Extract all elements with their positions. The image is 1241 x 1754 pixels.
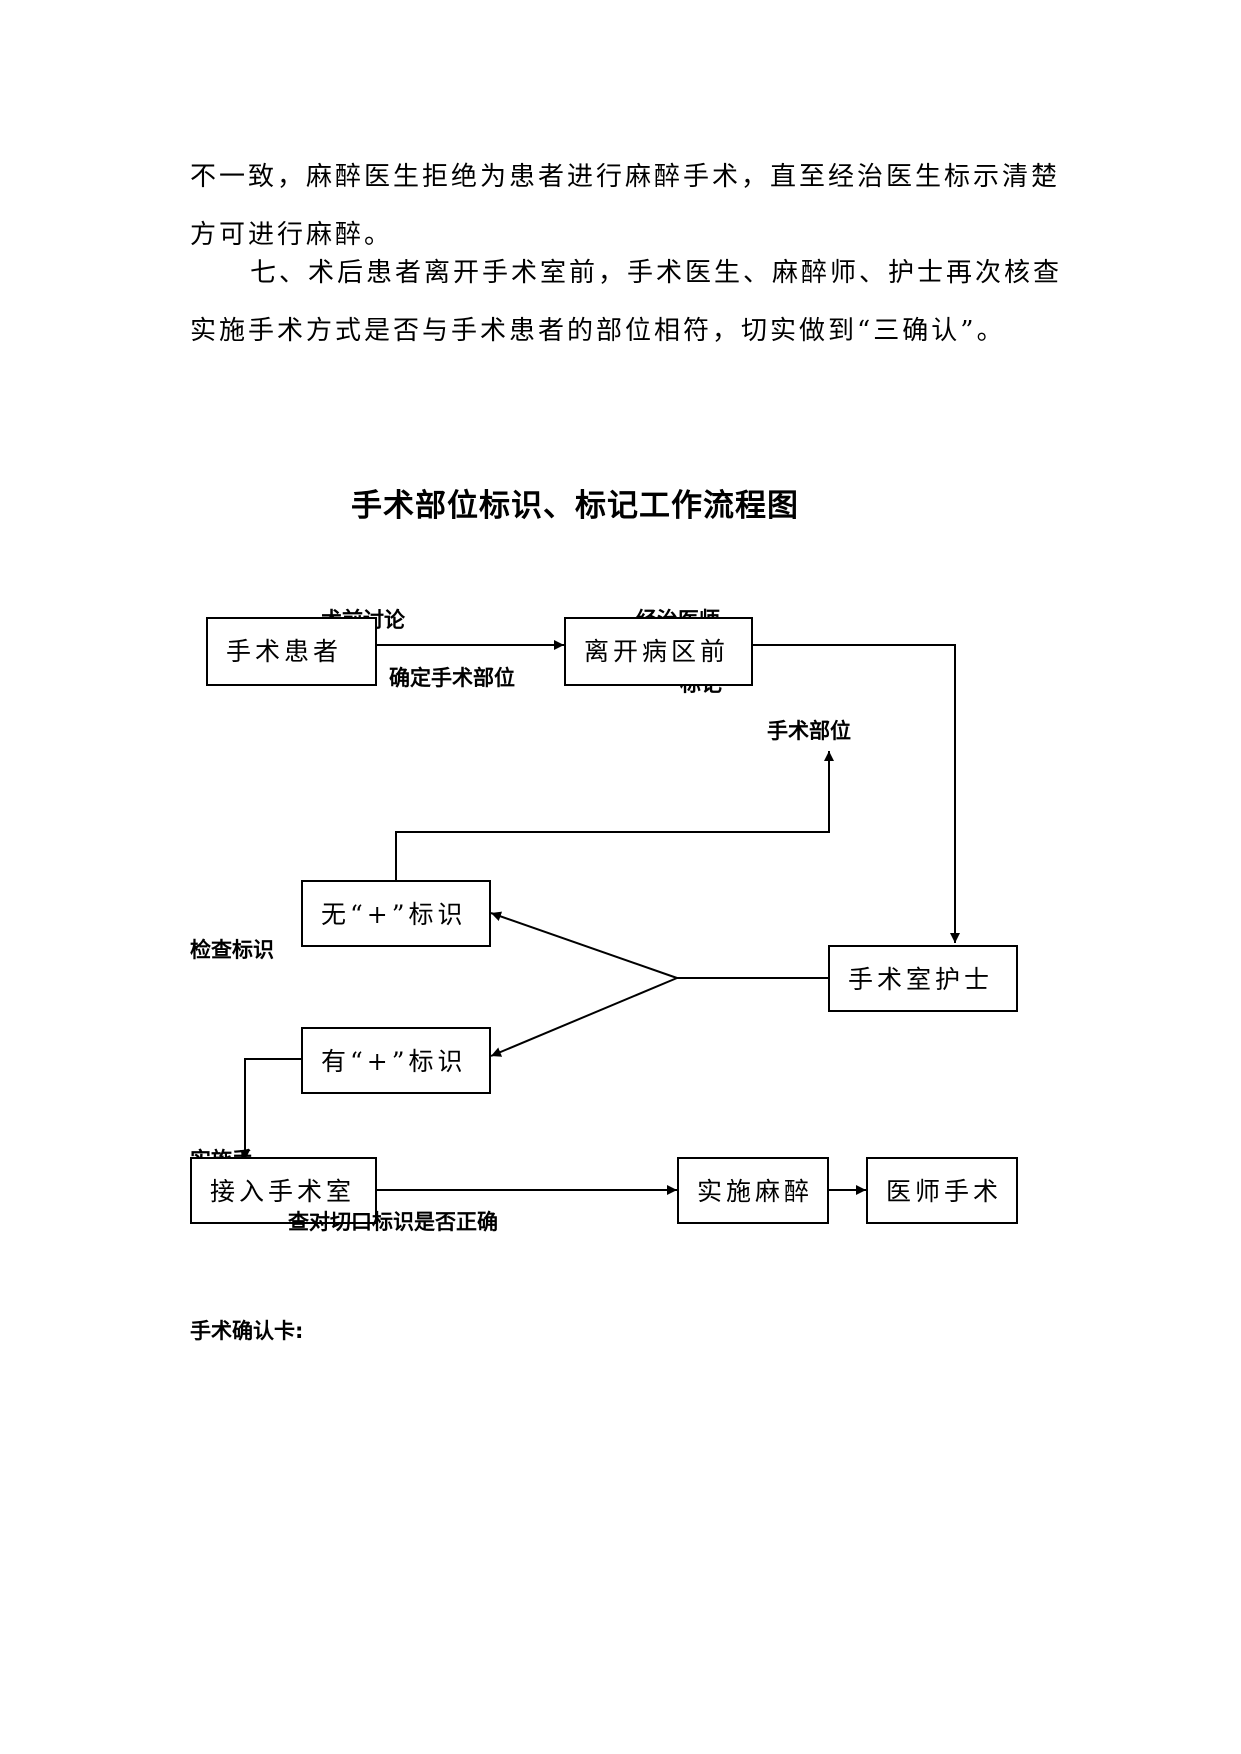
line-nomark-to-site (395, 751, 834, 880)
line-hasmark-to-enter (240, 1058, 301, 1160)
box-enter-or: 接入手术室 (190, 1157, 377, 1224)
box-leave-ward: 离开病区前 (564, 617, 753, 686)
arrow-fork-to-nomark (490, 911, 678, 979)
box-has-mark: 有“+”标识 (301, 1027, 491, 1094)
label-surgical-site: 手术部位 (767, 719, 851, 743)
body-paragraph-seven: 七、术后患者离开手术室前，手术医生、麻醉师、护士再次核查实施手术方式是否与手术患… (190, 258, 1063, 346)
arrow-fork-to-hasmark (490, 977, 678, 1057)
box-surgery: 医师手术 (866, 1157, 1018, 1224)
label-check-correct: 查对切口标识是否正确 (288, 1210, 498, 1234)
body-paragraph-continuation: 不一致，麻醉医生拒绝为患者进行麻醉手术，直至经治医生标示清楚方可进行麻醉。 (190, 162, 1061, 250)
box-or-nurse: 手术室护士 (828, 945, 1018, 1012)
box-no-mark: 无“+”标识 (301, 880, 491, 947)
box-surgical-patient: 手术患者 (206, 617, 377, 686)
surgery-confirmation-card-label: 手术确认卡: (190, 1319, 304, 1343)
flowchart-title: 手术部位标识、标记工作流程图 (351, 488, 799, 524)
line-ward-to-nurse (753, 644, 960, 943)
label-implement: 实施手 (190, 1144, 253, 1158)
label-check-mark: 检查标识 (190, 938, 274, 962)
box-anesthesia: 实施麻醉 (677, 1157, 829, 1224)
label-confirm-site: 确定手术部位 (389, 666, 515, 690)
